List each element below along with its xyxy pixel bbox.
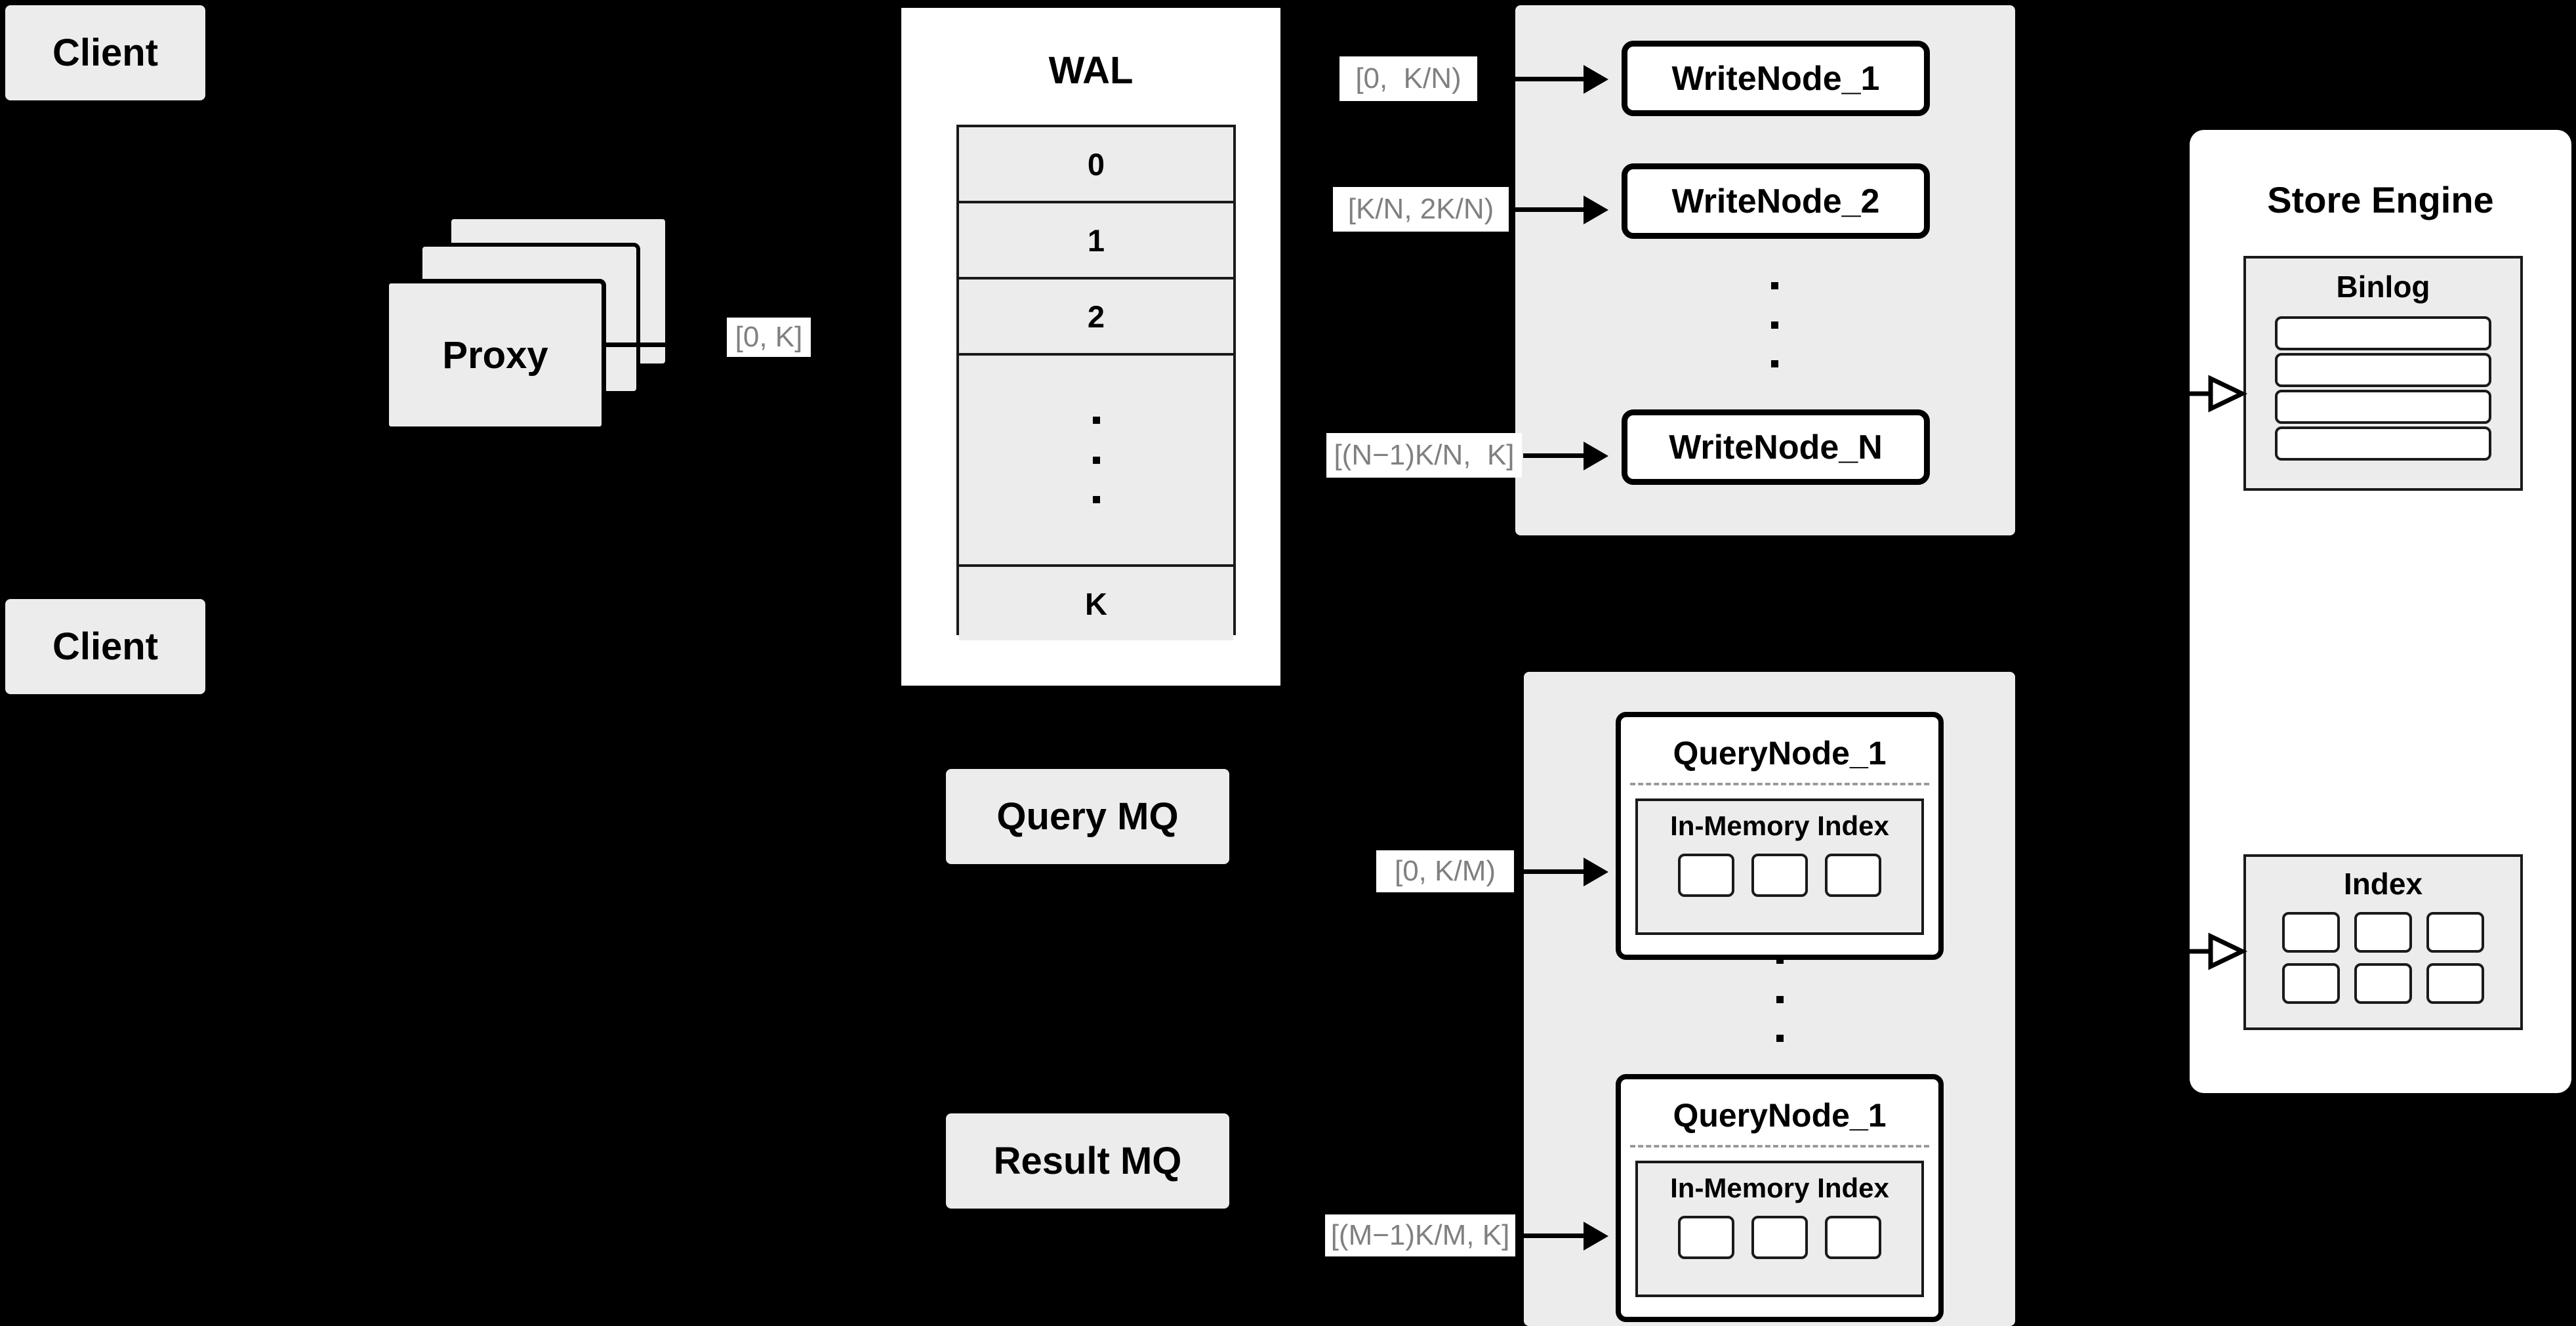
write-node-2-arrow-head-icon (1584, 196, 1608, 224)
binlog-entry[interactable] (2275, 390, 2491, 424)
query-node-2[interactable]: QueryNode_1 In-Memory Index (1616, 1074, 1944, 1322)
wal-row[interactable]: 0 (959, 127, 1233, 203)
wal-title: WAL (1048, 49, 1134, 92)
client-node-2-label: Client (52, 625, 159, 668)
index-inbound-arrow-icon (2177, 932, 2248, 970)
index-cell[interactable] (2282, 912, 2340, 953)
index-cell[interactable] (2426, 963, 2484, 1004)
query-node-2-arrow-line (1517, 1233, 1589, 1238)
dot-icon (1770, 282, 1778, 289)
query-node-2-range-text: [(M−1)K/M, K] (1330, 1219, 1510, 1251)
write-node-1-arrow-line (1484, 77, 1589, 81)
index-cell[interactable] (2426, 912, 2484, 953)
dot-icon (1092, 417, 1100, 424)
client-node-2[interactable]: Client (5, 599, 205, 694)
query-node-2-divider (1630, 1145, 1929, 1148)
query-mq-label: Query MQ (996, 795, 1179, 838)
index-title: Index (2343, 867, 2423, 901)
proxy-to-wal-range-label: [0, K] (727, 318, 811, 357)
query-node-1-arrow-head-icon (1584, 858, 1608, 886)
wal-row-ellipsis (959, 356, 1233, 567)
dot-icon (1776, 995, 1784, 1003)
query-node-2-label: QueryNode_1 (1673, 1097, 1887, 1134)
write-node-n-arrow-line (1523, 453, 1589, 458)
query-group-vertical-ellipsis-icon (1775, 957, 1784, 1042)
dot-icon (1776, 1035, 1784, 1042)
write-node-1-label: WriteNode_1 (1671, 59, 1880, 98)
binlog-title: Binlog (2336, 270, 2430, 304)
binlog-panel: Binlog (2243, 256, 2523, 491)
query-node-2-arrow-head-icon (1584, 1222, 1608, 1251)
dot-icon (1776, 957, 1784, 964)
index-cell[interactable] (1678, 1216, 1734, 1259)
store-engine-title: Store Engine (2267, 179, 2494, 220)
query-node-1-in-memory-index-title: In-Memory Index (1670, 810, 1889, 841)
wal-row-label: 1 (1087, 222, 1105, 258)
index-cell[interactable] (1678, 854, 1734, 897)
query-node-2-in-memory-index-title: In-Memory Index (1670, 1172, 1889, 1203)
wal-entry-table: 0 1 2 K (956, 125, 1236, 640)
proxy-node[interactable]: Proxy (384, 279, 606, 431)
dot-icon (1092, 496, 1100, 503)
write-node-2-range-label: [K/N, 2K/N) (1333, 187, 1509, 232)
query-node-1-label: QueryNode_1 (1673, 735, 1887, 772)
write-group-vertical-ellipsis-icon (1770, 282, 1779, 367)
write-node-n-range-text: [(N−1)K/N, K] (1334, 439, 1515, 471)
wal-row[interactable]: K (959, 567, 1233, 640)
write-node-n-arrow-head-icon (1584, 442, 1608, 470)
write-node-2[interactable]: WriteNode_2 (1622, 163, 1930, 239)
query-node-2-in-memory-index: In-Memory Index (1635, 1161, 1924, 1297)
query-node-1[interactable]: QueryNode_1 In-Memory Index (1616, 712, 1944, 960)
query-mq-node[interactable]: Query MQ (946, 769, 1229, 864)
binlog-inbound-arrow-icon (2177, 375, 2248, 413)
write-node-n[interactable]: WriteNode_N (1622, 409, 1930, 485)
query-node-1-range-label: [0, K/M) (1376, 850, 1514, 892)
proxy-to-wal-connector (606, 342, 669, 347)
query-node-1-divider (1630, 783, 1929, 785)
write-node-2-arrow-line (1510, 207, 1589, 212)
binlog-entry[interactable] (2275, 426, 2491, 461)
index-cell[interactable] (1751, 1216, 1808, 1259)
index-cell[interactable] (1825, 1216, 1881, 1259)
index-cell[interactable] (2282, 963, 2340, 1004)
dot-icon (1092, 456, 1100, 464)
client-node-1[interactable]: Client (5, 5, 205, 100)
wal-row-label: 2 (1087, 299, 1105, 334)
write-node-1-arrow-head-icon (1584, 65, 1608, 94)
binlog-entry[interactable] (2275, 316, 2491, 350)
dot-icon (1770, 360, 1778, 367)
write-node-n-range-label: [(N−1)K/N, K] (1326, 433, 1522, 478)
index-cell[interactable] (2354, 963, 2412, 1004)
index-cell[interactable] (1751, 854, 1808, 897)
wal-row[interactable]: 1 (959, 203, 1233, 280)
write-node-1-range-label: [0, K/N) (1339, 56, 1477, 101)
wal-row-label: K (1085, 586, 1107, 621)
result-mq-label: Result MQ (993, 1140, 1182, 1182)
query-node-1-range-text: [0, K/M) (1394, 855, 1496, 887)
write-node-1-range-text: [0, K/N) (1355, 62, 1462, 94)
write-node-2-range-text: [K/N, 2K/N) (1347, 193, 1494, 225)
wal-row-label: 0 (1087, 146, 1105, 182)
query-node-2-range-label: [(M−1)K/M, K] (1325, 1214, 1515, 1256)
write-node-n-label: WriteNode_N (1669, 428, 1883, 466)
binlog-entry[interactable] (2275, 353, 2491, 387)
write-node-2-label: WriteNode_2 (1671, 182, 1880, 220)
store-engine-container: Store Engine Binlog Index (2190, 130, 2571, 1093)
wal-container: WAL 0 1 2 K (897, 4, 1284, 690)
proxy-label: Proxy (442, 333, 548, 377)
wal-row[interactable]: 2 (959, 280, 1233, 356)
write-node-1[interactable]: WriteNode_1 (1622, 41, 1930, 116)
dot-icon (1770, 321, 1778, 329)
vertical-ellipsis-icon (1092, 417, 1100, 503)
query-node-1-in-memory-index: In-Memory Index (1635, 798, 1924, 935)
query-node-1-arrow-line (1515, 869, 1589, 874)
proxy-to-wal-range-text: [0, K] (735, 321, 803, 353)
index-cell[interactable] (1825, 854, 1881, 897)
index-cell[interactable] (2354, 912, 2412, 953)
result-mq-node[interactable]: Result MQ (946, 1113, 1229, 1209)
client-node-1-label: Client (52, 31, 159, 74)
index-panel: Index (2243, 854, 2523, 1030)
